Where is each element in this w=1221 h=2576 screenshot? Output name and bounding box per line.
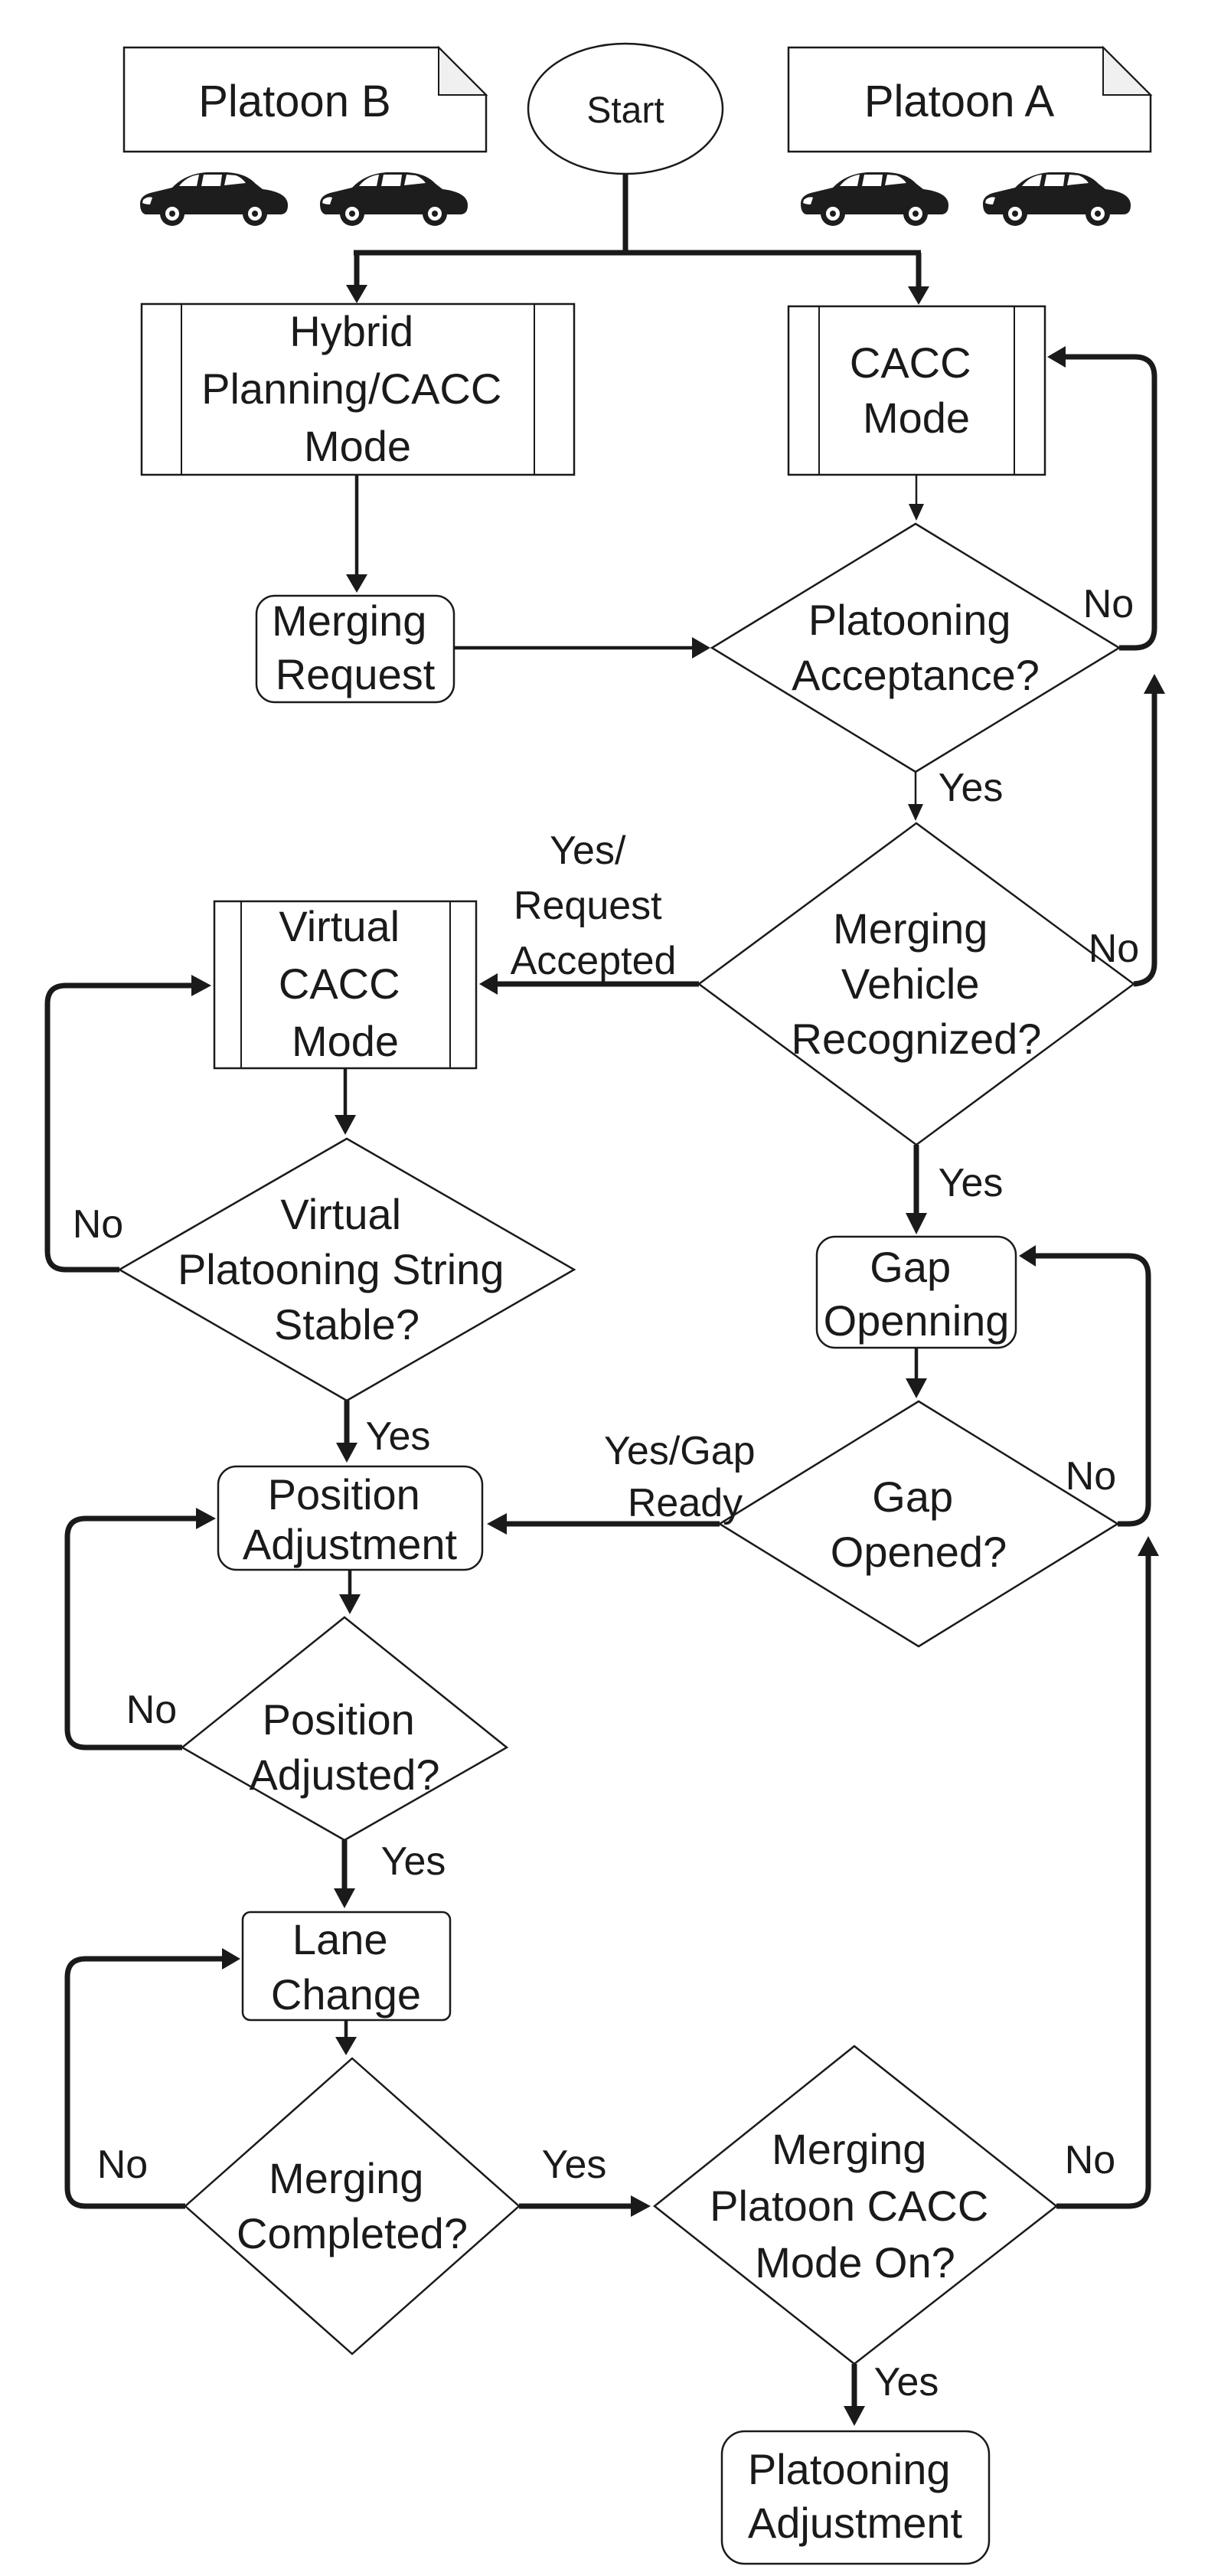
node-lane-change: Lane Change	[241, 1911, 452, 2022]
folded-corner-icon	[1102, 45, 1153, 96]
edge-merging-platoon-yes	[844, 2364, 865, 2426]
label-gap-ready: Yes/Gap Ready	[604, 1429, 766, 1525]
edge-lane-change-down	[335, 2020, 357, 2055]
node-virtual-cacc-mode: Virtual CACC Mode	[213, 900, 478, 1070]
position-adjusted-label: Position Adjusted?	[249, 1695, 439, 1799]
label-merging-completed-no: No	[97, 2143, 148, 2187]
lane-change-label: Lane Change	[271, 1915, 421, 2019]
hybrid-mode-label: Hybrid Planning/CACC Mode	[201, 307, 514, 470]
gap-opened-label: Gap Opened?	[831, 1473, 1007, 1576]
merging-request-label: Merging Request	[272, 597, 439, 698]
label-merging-platoon-no: No	[1065, 2138, 1115, 2182]
label-platooning-acceptance-no: No	[1083, 582, 1134, 626]
node-platoon-a: Platoon A	[787, 45, 1153, 153]
edge-virtual-stable-yes	[336, 1401, 357, 1463]
edge-merging-request-to-acceptance	[454, 637, 710, 659]
edge-merging-completed-yes	[519, 2195, 651, 2217]
edge-request-accepted	[479, 973, 699, 995]
label-gap-opened-no: No	[1066, 1454, 1116, 1499]
node-hybrid-planning-cacc-mode: Hybrid Planning/CACC Mode	[140, 302, 576, 476]
car-icon	[320, 172, 468, 226]
platoon-a-cars	[801, 172, 1131, 226]
position-adjustment-label: Position Adjustment	[243, 1470, 458, 1568]
node-virtual-platooning-stable: Virtual Platooning String Stable?	[117, 1137, 576, 1402]
node-cacc-mode: CACC Mode	[787, 305, 1046, 476]
label-virtual-stable-no: No	[73, 1202, 123, 1247]
node-gap-opening: Gap Openning	[815, 1235, 1017, 1349]
label-merging-completed-yes: Yes	[542, 2143, 607, 2187]
merging-completed-label: Merging Completed?	[237, 2154, 468, 2257]
platoon-b-cars	[140, 172, 468, 226]
node-merging-vehicle-recognized: Merging Vehicle Recognized?	[697, 822, 1136, 1146]
platoon-b-label: Platoon B	[198, 77, 391, 126]
label-request-accepted: Yes/ Request Accepted	[511, 829, 677, 983]
cacc-mode-label: CACC Mode	[850, 338, 983, 442]
node-position-adjustment: Position Adjustment	[217, 1465, 484, 1571]
node-start: Start	[527, 42, 724, 175]
edge-start-branch	[346, 174, 929, 305]
platooning-acceptance-label: Platooning Acceptance?	[792, 596, 1040, 699]
edge-hybrid-to-merging-request	[346, 475, 367, 593]
virtual-platooning-stable-label: Virtual Platooning String Stable?	[178, 1190, 516, 1348]
label-position-adjusted-yes: Yes	[381, 1839, 446, 1884]
edge-merging-vehicle-no-loop	[1133, 674, 1165, 987]
node-platooning-adjustment: Platooning Adjustment	[720, 2430, 991, 2565]
virtual-cacc-mode-label: Virtual CACC Mode	[279, 902, 412, 1065]
edge-position-adjustment-down	[339, 1570, 361, 1614]
edge-acceptance-no-loop	[1047, 346, 1157, 651]
folded-corner-icon	[438, 45, 488, 96]
merging-vehicle-recognized-label: Merging Vehicle Recognized?	[792, 904, 1042, 1063]
label-virtual-stable-yes: Yes	[366, 1414, 431, 1459]
node-gap-opened: Gap Opened?	[717, 1400, 1120, 1648]
edge-merging-vehicle-yes	[906, 1145, 927, 1234]
node-platoon-b: Platoon B	[122, 45, 488, 153]
label-platooning-acceptance-yes: Yes	[939, 766, 1004, 810]
car-icon	[801, 172, 948, 226]
gap-opening-label: Gap Openning	[824, 1243, 1010, 1345]
node-position-adjusted: Position Adjusted?	[180, 1616, 509, 1842]
edge-gap-opened-no-loop	[1019, 1245, 1151, 1527]
car-icon	[983, 172, 1131, 226]
label-merging-platoon-yes: Yes	[874, 2360, 939, 2404]
edge-merging-completed-no-loop	[64, 1948, 240, 2209]
node-merging-request: Merging Request	[255, 594, 455, 704]
edge-virtual-stable-no-loop	[44, 975, 211, 1273]
label-merging-vehicle-yes: Yes	[939, 1161, 1004, 1205]
platooning-adjustment-label: Platooning Adjustment	[748, 2445, 963, 2547]
edge-position-adjusted-yes	[334, 1840, 355, 1908]
edge-gap-ready	[487, 1513, 720, 1535]
edge-cacc-to-acceptance	[909, 475, 924, 521]
car-icon	[140, 172, 288, 226]
edge-acceptance-yes	[908, 772, 923, 821]
edge-position-adjusted-no-loop	[64, 1508, 216, 1751]
node-merging-platoon-cacc-on: Merging Platoon CACC Mode On?	[652, 2045, 1059, 2365]
start-label: Start	[586, 90, 664, 131]
edge-merging-platoon-no-loop	[1056, 1536, 1159, 2209]
merging-platoon-cacc-on-label: Merging Platoon CACC Mode On?	[710, 2125, 1001, 2287]
node-merging-completed: Merging Completed?	[184, 2057, 521, 2355]
node-platooning-acceptance: Platooning Acceptance?	[710, 522, 1121, 773]
edge-virtual-cacc-down	[335, 1068, 356, 1135]
label-position-adjusted-no: No	[126, 1688, 177, 1732]
label-merging-vehicle-no: No	[1089, 927, 1139, 971]
platoon-a-label: Platoon A	[864, 77, 1055, 126]
edge-gap-opening-down	[906, 1348, 927, 1398]
